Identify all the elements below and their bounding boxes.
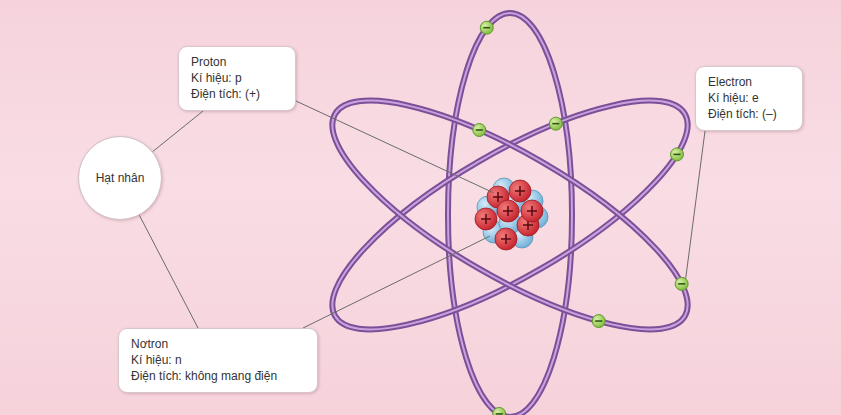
node-title: Electron bbox=[708, 74, 790, 90]
electron bbox=[671, 148, 684, 161]
orbit-highlight bbox=[304, 60, 716, 369]
node-text: Kí hiệu: n bbox=[131, 352, 305, 368]
proton-box: ProtonKí hiệu: pĐiện tích: (+) bbox=[178, 46, 296, 111]
node-text: Kí hiệu: p bbox=[191, 70, 283, 86]
nucleus-circle: Hạt nhân bbox=[78, 136, 162, 220]
connector bbox=[153, 111, 203, 152]
orbit bbox=[448, 13, 572, 415]
neutron-box: NơtronKí hiệu: nĐiện tích: không mang đi… bbox=[118, 328, 318, 393]
node-text: Điện tích: không mang điện bbox=[131, 368, 305, 384]
node-text: Kí hiệu: e bbox=[708, 90, 790, 106]
electron bbox=[473, 124, 486, 137]
orbit bbox=[304, 60, 716, 369]
node-text: Điện tích: (+) bbox=[191, 86, 283, 102]
proton bbox=[475, 208, 497, 230]
orbit-highlight bbox=[304, 60, 716, 369]
node-text: Điện tích: (–) bbox=[708, 106, 790, 122]
electron-box: ElectronKí hiệu: eĐiện tích: (–) bbox=[695, 66, 803, 131]
leader-lines bbox=[296, 101, 705, 328]
proton bbox=[495, 228, 517, 250]
node-title: Nơtron bbox=[131, 336, 305, 352]
orbit bbox=[304, 60, 716, 369]
electron bbox=[592, 315, 605, 328]
electron bbox=[493, 407, 506, 415]
electron bbox=[480, 21, 493, 34]
electron-particles bbox=[473, 21, 688, 415]
proton bbox=[497, 200, 519, 222]
electron-orbits bbox=[304, 13, 716, 415]
leader-line bbox=[686, 131, 705, 279]
leader-line bbox=[303, 236, 490, 328]
node-title: Proton bbox=[191, 54, 283, 70]
electron bbox=[675, 277, 688, 290]
node-title: Hạt nhân bbox=[96, 170, 145, 186]
proton bbox=[509, 180, 531, 202]
orbit-highlight bbox=[448, 13, 572, 415]
proton bbox=[521, 200, 543, 222]
connector bbox=[139, 215, 198, 328]
leader-line bbox=[296, 101, 494, 193]
electron bbox=[549, 117, 562, 130]
